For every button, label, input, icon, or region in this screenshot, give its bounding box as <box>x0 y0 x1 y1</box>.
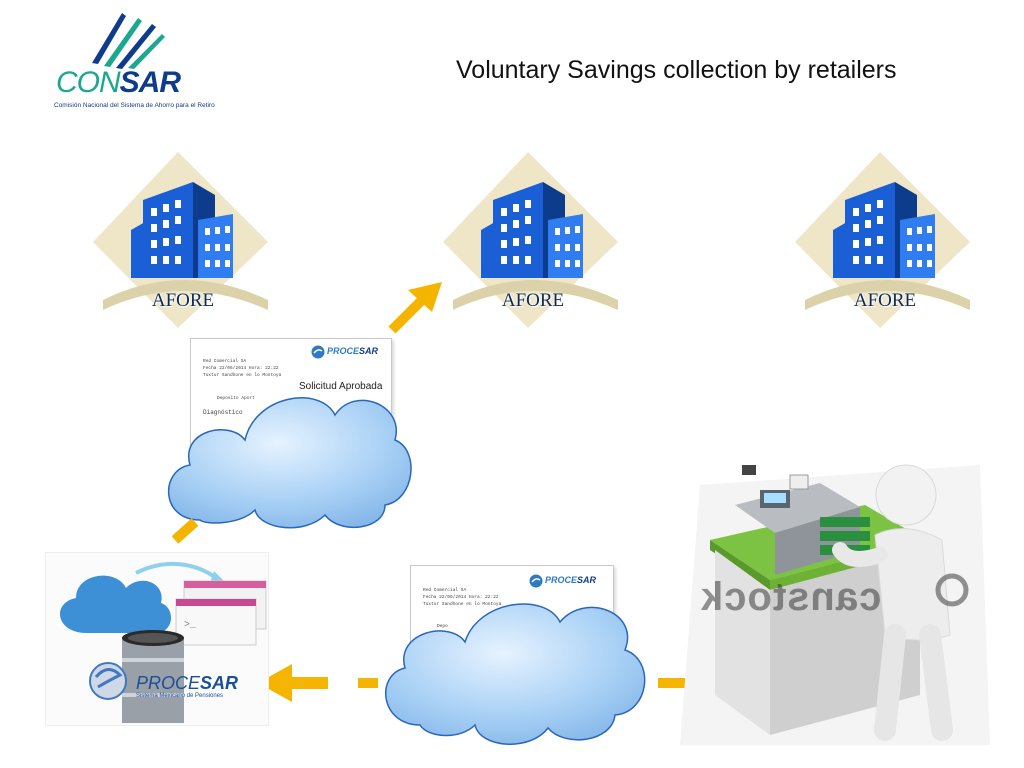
receipt-line: Diagnóstico <box>203 409 243 416</box>
procesar-subtitle: Sistema Mexicano de Pensiones <box>136 693 224 699</box>
procesar-swirl-icon <box>529 574 543 588</box>
building-icon <box>93 152 268 328</box>
datacenter-illustration: >_ <box>59 561 267 723</box>
receipt-line: Tuxtur Sandhone en lo Montoya <box>203 373 282 378</box>
receipt-line: Red Comercial SA <box>423 588 467 593</box>
arrow-to-afore <box>388 282 442 334</box>
receipt-line: Red Comercial SA <box>203 359 247 364</box>
arrow-to-procesar <box>258 664 328 702</box>
afore-node-center: AFORE <box>433 150 633 330</box>
svg-text:>_: >_ <box>184 620 197 631</box>
building-icon <box>795 152 970 328</box>
receipt-line: Tuxtur Sandhone en lo Montoya <box>423 602 502 607</box>
afore-label: AFORE <box>853 290 917 311</box>
afore-label: AFORE <box>501 290 565 311</box>
receipt-line: Depo <box>437 624 448 629</box>
cashier-illustration <box>680 464 990 745</box>
stock-watermark: canstock <box>700 575 882 619</box>
procesar-logo-large: PROCESAR <box>136 673 239 693</box>
cloud-icon-bottom <box>384 603 646 745</box>
procesar-logo-small: PROCESAR <box>327 346 379 356</box>
page-title: Voluntary Savings collection by retailer… <box>456 56 897 84</box>
receipt-line: Fecha 22/06/2014 Hora: 22:22 <box>423 595 499 600</box>
receipt-line: Deposito Aport <box>217 396 255 401</box>
building-icon <box>443 152 618 328</box>
receipt-line: Fecha 22/06/2014 Hora: 22:22 <box>203 366 279 371</box>
procesar-swirl-icon <box>311 345 325 359</box>
procesar-datacenter-node: >_ PROCESAR Sistema Mexicano de Pensione… <box>45 552 269 726</box>
consar-wordmark: CONSAR <box>56 66 181 99</box>
consar-tagline: Comisión Nacional del Sistema de Ahorro … <box>54 102 215 109</box>
approved-text: Solicitud Aprobada <box>299 381 383 392</box>
afore-node-left: AFORE <box>83 150 283 330</box>
consar-feather-icon <box>92 13 165 69</box>
cloud-icon-top <box>167 397 412 529</box>
procesar-logo-small: PROCESAR <box>545 575 597 585</box>
afore-label: AFORE <box>151 290 215 311</box>
retailer-cashier-node <box>680 455 990 745</box>
afore-node-right: AFORE <box>785 150 985 330</box>
consar-logo: CONSAR Comisión Nacional del Sistema de … <box>52 8 215 118</box>
